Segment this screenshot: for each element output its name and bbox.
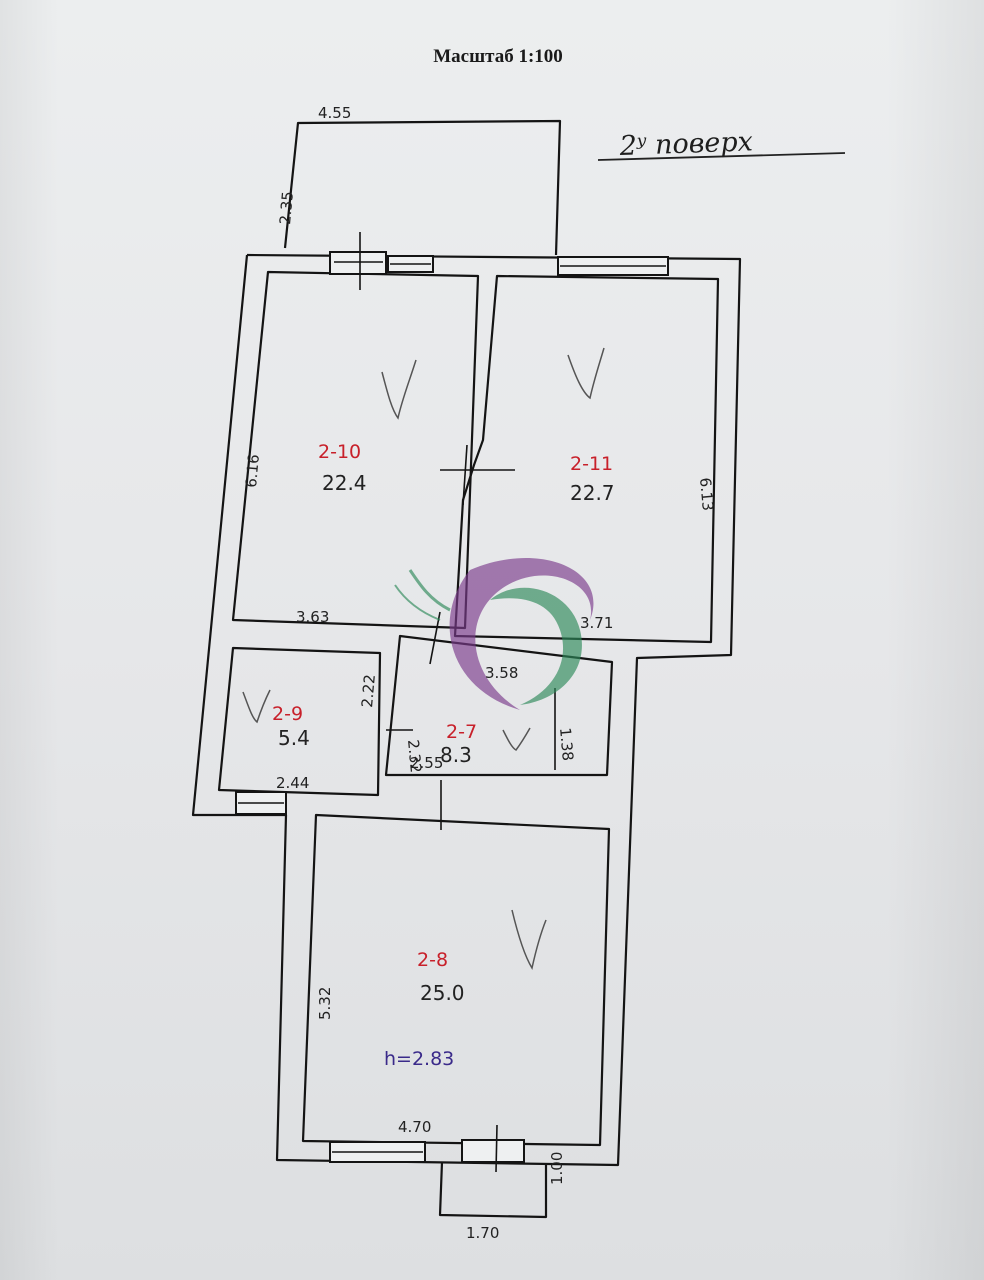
room-2-11-outline	[453, 274, 720, 644]
dim-porch-width: 1.70	[466, 1224, 499, 1242]
room-2-10-area: 22.4	[322, 471, 367, 495]
room-2-9-id: 2-9	[272, 703, 303, 725]
dim-2-8-height: 5.32	[316, 987, 334, 1020]
room-2-8-id: 2-8	[417, 949, 448, 971]
check-mark-2-8	[511, 909, 547, 970]
room-2-11-id: 2-11	[570, 453, 613, 475]
room-2-10-id: 2-10	[318, 441, 361, 463]
dim-2-7-width-bottom: 2.55	[410, 754, 443, 772]
dim-balcony-width: 4.55	[318, 104, 351, 122]
room-2-11-area: 22.7	[570, 481, 615, 505]
dim-2-11-height: 6.13	[696, 477, 717, 512]
room-2-8-area: 25.0	[420, 981, 465, 1005]
dim-2-8-width: 4.70	[398, 1118, 431, 1136]
dim-balcony-depth: 2.35	[276, 191, 297, 226]
check-mark-2-7	[502, 727, 531, 751]
porch-outline	[438, 1161, 548, 1219]
watermark-logo-icon	[394, 558, 594, 710]
dim-2-7-height: 1.38	[556, 727, 577, 762]
dim-2-10-width: 3.63	[296, 608, 329, 626]
room-2-7-id: 2-7	[446, 721, 477, 743]
room-2-9-area: 5.4	[278, 726, 310, 750]
room-2-7-outline	[384, 634, 614, 777]
check-mark-2-11	[567, 347, 605, 400]
dim-2-9-height: 2.22	[358, 674, 379, 709]
dim-2-7-width-top: 3.58	[485, 664, 518, 682]
scale-title: Масштаб 1:100	[433, 46, 563, 67]
dim-2-11-width: 3.71	[580, 614, 613, 632]
room-2-7-area: 8.3	[440, 743, 472, 767]
dim-2-10-height: 6.16	[242, 454, 263, 489]
dim-porch-depth: 1.00	[548, 1152, 566, 1185]
room-2-8-outline	[301, 813, 611, 1147]
room-2-9-outline	[217, 646, 382, 797]
ceiling-height: h=2.83	[384, 1048, 454, 1070]
check-mark-2-10	[381, 359, 417, 420]
dim-2-7-depth: 2.32	[404, 739, 425, 774]
check-mark-2-9	[242, 689, 271, 724]
balcony-top-outline	[283, 119, 562, 256]
dim-2-9-width: 2.44	[276, 774, 309, 792]
window-top-1	[329, 251, 387, 275]
door-bottom	[461, 1139, 525, 1163]
outer-wall-outer	[191, 253, 742, 1167]
floor-label: 2ʸ поверх	[618, 126, 753, 162]
floor-label-underline	[597, 152, 846, 161]
